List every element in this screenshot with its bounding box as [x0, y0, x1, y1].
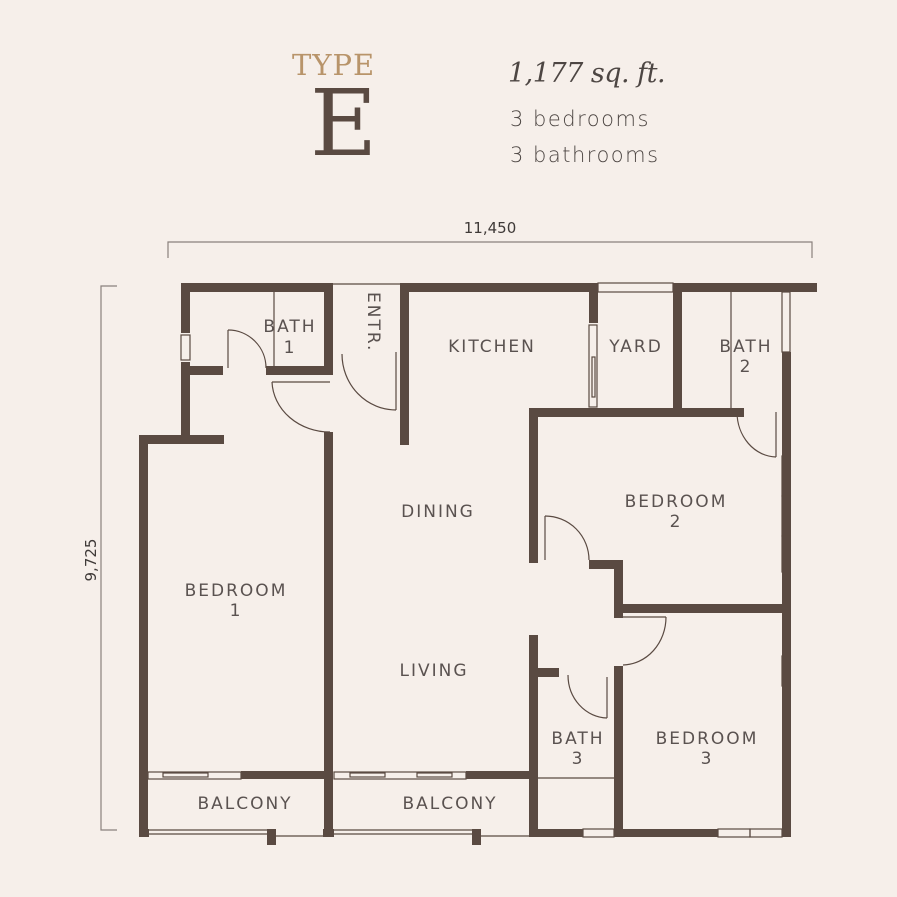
room-label-dining: DINING — [401, 502, 475, 522]
room-label-yard: YARD — [608, 337, 663, 357]
room-label-bedroom1: BEDROOM 1 — [185, 581, 288, 621]
walls — [139, 283, 817, 845]
room-label-living: LIVING — [399, 661, 468, 681]
svg-text:BATH: BATH — [551, 729, 604, 749]
room-label-bath1: BATH 1 — [263, 317, 316, 358]
room-label-balcony-1: BALCONY — [197, 794, 292, 814]
room-label-kitchen: KITCHEN — [448, 337, 536, 357]
width-dimension-line — [167, 241, 813, 258]
bathrooms-count: 3 bathrooms — [510, 143, 660, 167]
svg-text:2: 2 — [740, 357, 753, 377]
room-label-entrance: ENTR. — [363, 292, 383, 352]
svg-text:BATH: BATH — [719, 337, 772, 357]
svg-text:3: 3 — [701, 749, 714, 769]
room-label-bedroom2: BEDROOM 2 — [625, 492, 728, 532]
svg-text:3: 3 — [572, 749, 585, 769]
svg-text:2: 2 — [670, 512, 683, 532]
room-label-bath3: BATH 3 — [551, 729, 604, 769]
svg-text:BEDROOM: BEDROOM — [656, 729, 759, 749]
svg-text:1: 1 — [230, 601, 243, 621]
bedrooms-count: 3 bedrooms — [510, 107, 650, 131]
svg-text:BEDROOM: BEDROOM — [185, 581, 288, 601]
room-label-balcony-2: BALCONY — [402, 794, 497, 814]
height-dimension: 9,725 — [82, 539, 100, 582]
type-letter: E — [310, 70, 378, 177]
type-label: TYPE — [292, 48, 376, 82]
room-label-bath2: BATH 2 — [719, 337, 772, 377]
room-label-bedroom3: BEDROOM 3 — [656, 729, 759, 769]
fixtures — [147, 282, 791, 838]
svg-text:BEDROOM: BEDROOM — [625, 492, 728, 512]
svg-text:BATH: BATH — [263, 317, 316, 337]
width-dimension: 11,450 — [464, 219, 517, 237]
area-sqft: 1,177 sq. ft. — [508, 58, 666, 89]
svg-text:1: 1 — [284, 338, 297, 358]
height-dimension-line — [100, 285, 117, 831]
